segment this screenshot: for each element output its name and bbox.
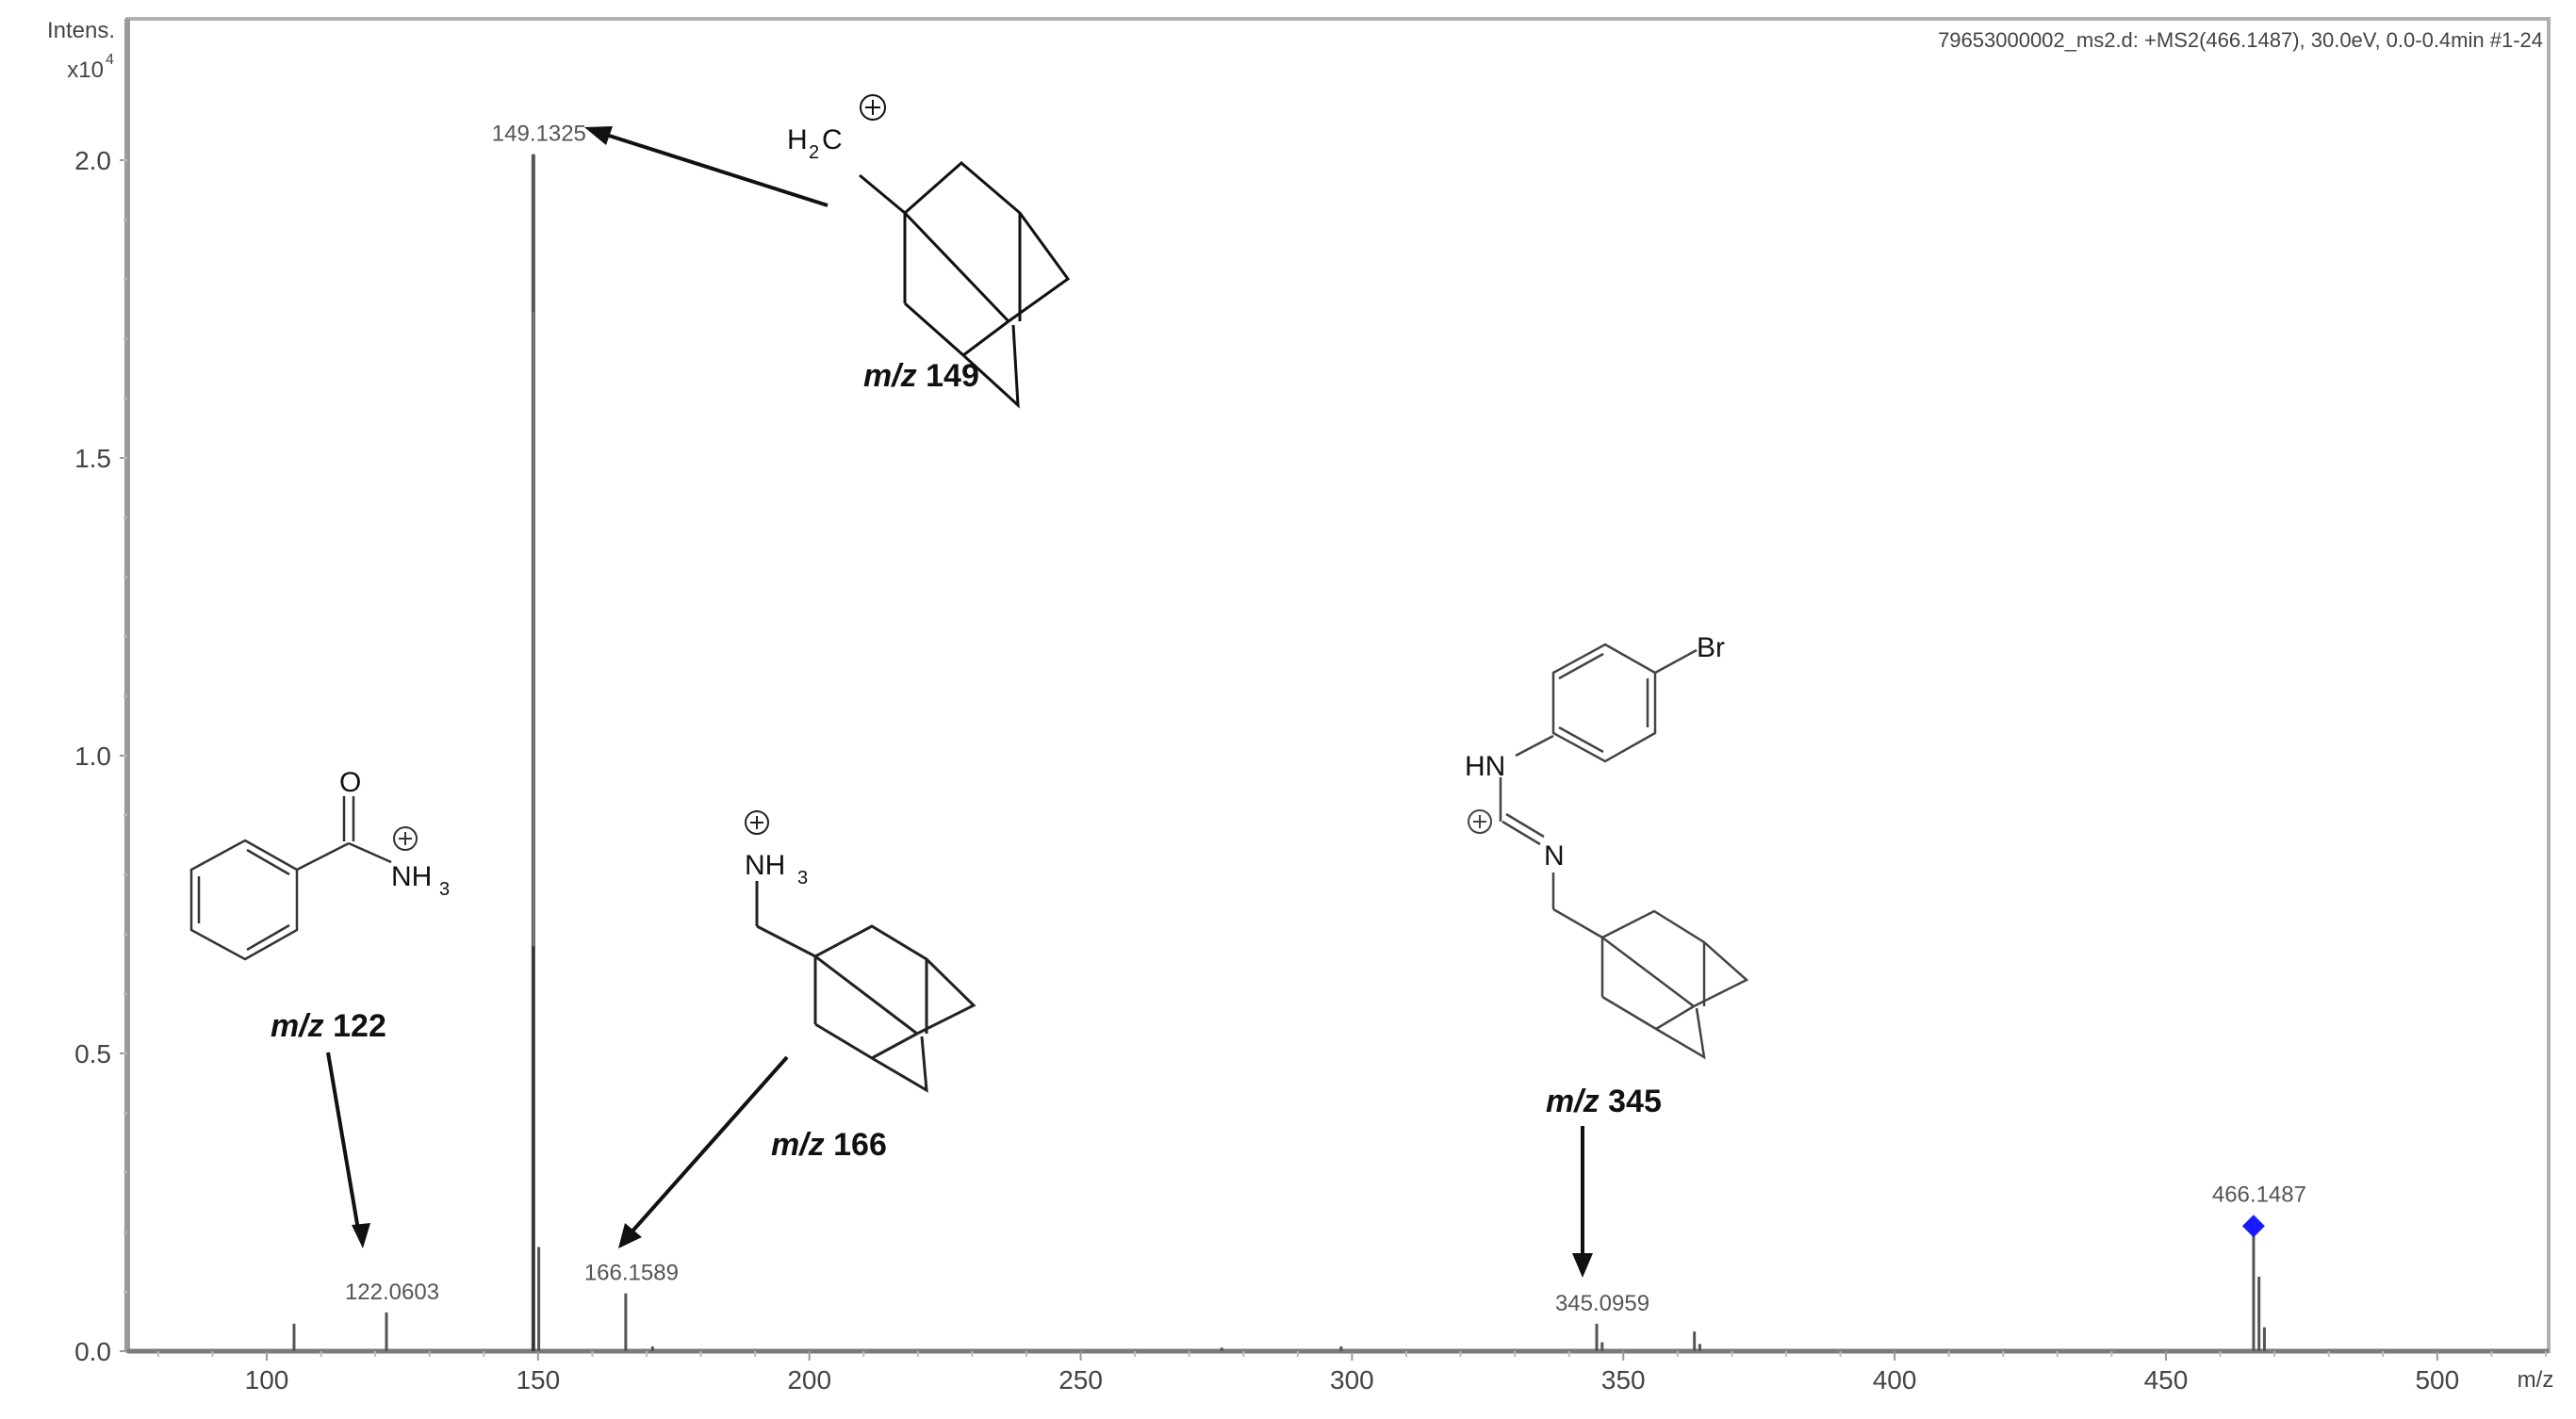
- y-tick-label: 1.0: [74, 742, 111, 771]
- arrow-mz149: [584, 126, 829, 207]
- x-tick-label: 100: [245, 1365, 289, 1395]
- structure-mz345: [1468, 643, 1749, 1060]
- x-axis-ticks: 100 150 200 250 300 350 400 450 500: [245, 1351, 2459, 1395]
- y-tick-label: 0.0: [74, 1337, 111, 1366]
- structure-mz122-o: O: [339, 767, 361, 798]
- peak-labels: 122.0603 149.1325 166.1589 345.0959 466.1487: [345, 122, 2306, 1316]
- peak-mz-label: 166.1589: [584, 1261, 679, 1286]
- y-axis-exponent: 4: [106, 52, 114, 68]
- annotation-mz149: m/z 149: [863, 358, 979, 394]
- structure-mz149-label-c: C: [822, 124, 843, 155]
- structure-mz122-sub: 3: [439, 879, 450, 900]
- structure-mz166-nh: NH: [745, 850, 785, 881]
- spectrum-peaks: [292, 154, 2266, 1351]
- peak-mz-label: 345.0959: [1555, 1291, 1649, 1316]
- x-tick-label: 300: [1330, 1365, 1374, 1395]
- x-tick-label: 350: [1601, 1365, 1646, 1395]
- x-tick-label: 150: [516, 1365, 560, 1395]
- structure-mz345-br: Br: [1697, 632, 1725, 663]
- peak-mz-label: 122.0603: [345, 1280, 439, 1305]
- peak-mz-label: 466.1487: [2212, 1182, 2306, 1207]
- y-axis-multiplier: x10: [67, 57, 104, 83]
- x-tick-label: 400: [1873, 1365, 1917, 1395]
- plot-frame: [125, 17, 2551, 1353]
- structure-mz149: [859, 94, 1071, 409]
- y-tick-label: 2.0: [74, 146, 111, 175]
- x-tick-label: 200: [787, 1365, 831, 1395]
- structure-mz345-n: N: [1544, 840, 1565, 872]
- precursor-diamond-icon: [2241, 1215, 2265, 1238]
- structure-mz122-nh: NH: [391, 861, 432, 892]
- x-tick-label: 500: [2415, 1365, 2459, 1395]
- structure-mz166-sub: 3: [797, 868, 808, 889]
- peak-mz-label: 149.1325: [492, 122, 586, 147]
- structure-mz122: [189, 796, 418, 961]
- x-minor-ticks: [156, 1351, 2547, 1357]
- structure-mz345-hn: HN: [1465, 751, 1505, 782]
- structure-mz166: [745, 810, 976, 1093]
- y-tick-label: 1.5: [74, 444, 111, 473]
- arrow-mz345: [1572, 1126, 1593, 1278]
- arrow-mz166: [618, 1055, 789, 1248]
- spectrum-header: 79653000002_ms2.d: +MS2(466.1487), 30.0e…: [1938, 28, 2543, 52]
- y-axis-title: Intens.: [47, 18, 115, 43]
- annotation-mz166: m/z 166: [771, 1127, 887, 1163]
- y-axis-ticks: 0.0 0.5 1.0 1.5 2.0: [74, 146, 127, 1366]
- structure-mz149-label-sub: 2: [809, 142, 819, 163]
- arrow-mz122: [326, 1052, 370, 1248]
- x-axis-title: m/z: [2518, 1367, 2554, 1393]
- structure-mz149-label-h: H: [787, 124, 808, 155]
- y-tick-label: 0.5: [74, 1039, 111, 1068]
- x-tick-label: 450: [2144, 1365, 2189, 1395]
- annotation-mz122: m/z 122: [271, 1008, 386, 1044]
- annotation-mz345: m/z 345: [1546, 1084, 1662, 1119]
- x-tick-label: 250: [1058, 1365, 1103, 1395]
